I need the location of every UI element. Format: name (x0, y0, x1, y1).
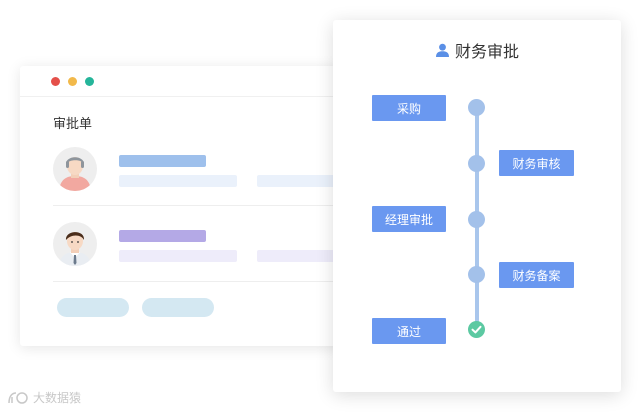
maximize-dot[interactable] (85, 76, 94, 86)
row-detail-placeholder (257, 175, 350, 187)
divider (53, 205, 350, 206)
person-business-icon (59, 232, 91, 266)
close-dot[interactable] (51, 76, 60, 86)
flow-title: 财务审批 (454, 42, 519, 61)
row-detail-placeholder (257, 250, 350, 262)
timeline-node (468, 211, 485, 228)
watermark-logo-icon (8, 391, 28, 404)
finance-approval-card: 财务审批 采购 财务审核 经理审批 财务备案 通过 (333, 20, 621, 392)
list-item[interactable] (53, 222, 350, 270)
window-titlebar (20, 66, 350, 97)
row-detail-placeholder (119, 175, 237, 187)
flow-header: 财务审批 (333, 38, 621, 62)
timeline-node (468, 155, 485, 172)
list-item[interactable] (53, 147, 350, 195)
row-name-placeholder (119, 230, 206, 242)
form-title: 审批单 (53, 117, 93, 132)
row-detail-placeholder (119, 250, 237, 262)
timeline-node (468, 99, 485, 116)
approval-form-window: 审批单 (20, 66, 350, 346)
divider (53, 281, 350, 282)
row-name-placeholder (119, 155, 206, 167)
avatar (53, 147, 97, 191)
watermark-text: 大数据猿 (33, 391, 82, 405)
action-button-placeholder[interactable] (142, 298, 214, 317)
step-finance-filing[interactable]: 财务备案 (499, 262, 574, 288)
step-purchase[interactable]: 采购 (372, 95, 446, 121)
step-finance-review[interactable]: 财务审核 (499, 150, 574, 176)
timeline-node (468, 266, 485, 283)
avatar (53, 222, 97, 266)
minimize-dot[interactable] (68, 76, 77, 86)
user-icon (435, 43, 449, 57)
step-approved[interactable]: 通过 (372, 318, 446, 344)
watermark: 大数据猿 (7, 389, 81, 406)
action-button-placeholder[interactable] (57, 298, 129, 317)
person-gray-hair-icon (59, 157, 91, 191)
step-manager-approval[interactable]: 经理审批 (372, 206, 446, 232)
check-icon (468, 321, 485, 338)
